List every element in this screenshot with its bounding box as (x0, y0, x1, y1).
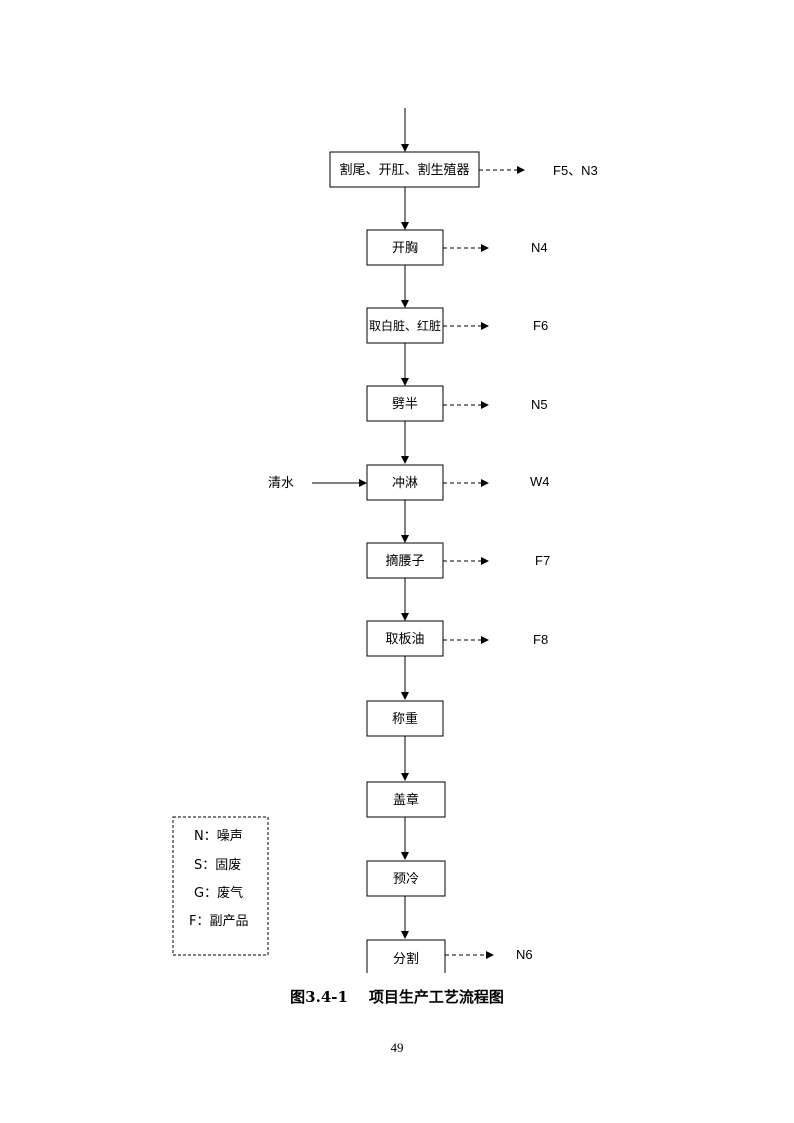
step-label: 劈半 (392, 396, 418, 412)
legend-item: G：废气 (194, 885, 243, 901)
step-9: 盖章 (366, 781, 446, 818)
step-6: 摘腰子 (366, 542, 444, 579)
step-label: 预冷 (393, 872, 419, 887)
output-label: F5、N3 (553, 163, 598, 178)
legend-item: F：副产品 (189, 914, 248, 929)
step-box (366, 385, 444, 422)
input-label: 清水 (268, 476, 294, 491)
step-4: 劈半 (366, 385, 444, 422)
output-label: N4 (531, 240, 548, 255)
step-label: 摘腰子 (385, 553, 424, 569)
output-label: F8 (533, 632, 548, 647)
legend-item: S：固废 (194, 857, 241, 873)
step-8: 称重 (366, 700, 444, 737)
step-box (366, 939, 446, 973)
step-box (366, 620, 444, 657)
step-7: 取板油 (366, 620, 444, 657)
step-2: 开胸 (366, 229, 444, 266)
legend-box (172, 816, 269, 956)
step-label: 分割 (393, 951, 419, 967)
step-box (366, 781, 446, 818)
step-label: 取白脏、红脏 (369, 318, 441, 333)
step-box (366, 860, 446, 897)
output-label: F6 (533, 318, 548, 333)
output-label: N5 (531, 397, 548, 412)
step-1: 割尾、开肛、割生殖器 (329, 151, 480, 188)
step-label: 称重 (392, 711, 418, 727)
step-label: 冲淋 (392, 476, 418, 491)
page-number: 49 (390, 1040, 404, 1055)
output-label: W4 (530, 474, 550, 489)
step-label: 开胸 (392, 241, 418, 256)
step-label: 割尾、开肛、割生殖器 (339, 162, 469, 178)
legend-item: N：噪声 (194, 829, 243, 844)
legend: N：噪声 S：固废 G：废气 F：副产品 (172, 816, 269, 956)
step-label: 取板油 (385, 632, 424, 647)
step-5: 冲淋 (366, 464, 444, 501)
step-box (366, 307, 444, 344)
step-box (366, 464, 444, 501)
output-label: N6 (516, 947, 533, 962)
step-11: 分割 (366, 939, 446, 973)
step-10: 预冷 (366, 860, 446, 897)
step-label: 盖章 (393, 792, 419, 808)
figure-caption: 图3.4-1 项目生产工艺流程图 (290, 988, 504, 1006)
step-3: 取白脏、红脏 (366, 307, 444, 344)
output-label: F7 (535, 553, 550, 568)
step-box (366, 229, 444, 266)
